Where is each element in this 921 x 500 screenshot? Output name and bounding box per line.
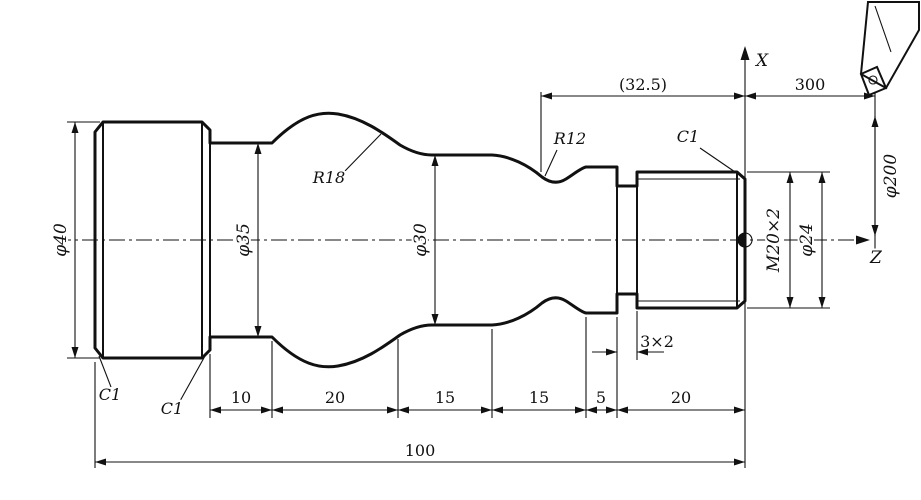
labels: X Z φ40 φ35 φ30 M20×2 φ24 φ200 R18 R12 C… bbox=[49, 49, 903, 462]
tool-screw-icon bbox=[868, 75, 878, 85]
z-axis-label: Z bbox=[869, 248, 883, 268]
dim-groove-3x2: 3×2 bbox=[640, 332, 674, 351]
chamfer-label-left-2: C1 bbox=[161, 399, 183, 418]
dim-length-5: 5 bbox=[596, 388, 606, 407]
z-axis-centerline bbox=[55, 235, 870, 245]
dim-length-ref: (32.5) bbox=[619, 75, 667, 94]
dim-diameter-24: φ24 bbox=[797, 223, 817, 257]
dim-length-10: 10 bbox=[231, 388, 251, 407]
x-axis-arrow-icon bbox=[740, 46, 750, 60]
leader-lines bbox=[98, 133, 739, 402]
dim-diameter-200: φ200 bbox=[881, 154, 901, 199]
dim-length-20b: 20 bbox=[671, 388, 691, 407]
tool-insert-icon bbox=[859, 65, 888, 97]
chamfer-label-left-1: C1 bbox=[99, 385, 121, 404]
dim-length-total: 100 bbox=[405, 441, 436, 460]
dim-radius-12: R12 bbox=[553, 129, 586, 148]
cutting-tool-icon bbox=[859, 1, 920, 97]
extension-lines bbox=[67, 92, 876, 468]
dimension-lines bbox=[71, 92, 879, 466]
dim-diameter-35: φ35 bbox=[234, 223, 254, 257]
dim-length-15b: 15 bbox=[529, 388, 549, 407]
dim-thread: M20×2 bbox=[764, 208, 784, 273]
part-outline bbox=[93, 111, 747, 369]
dim-length-300: 300 bbox=[795, 75, 826, 94]
dim-diameter-30: φ30 bbox=[411, 223, 431, 257]
chamfer-label-right: C1 bbox=[677, 127, 699, 146]
dim-diameter-40: φ40 bbox=[51, 223, 71, 257]
z-axis-arrow-icon bbox=[856, 235, 870, 245]
origin-marker bbox=[737, 232, 753, 248]
dim-radius-18: R18 bbox=[312, 168, 345, 187]
dim-length-20a: 20 bbox=[325, 388, 345, 407]
x-axis-label: X bbox=[754, 51, 769, 71]
dim-length-15a: 15 bbox=[435, 388, 455, 407]
